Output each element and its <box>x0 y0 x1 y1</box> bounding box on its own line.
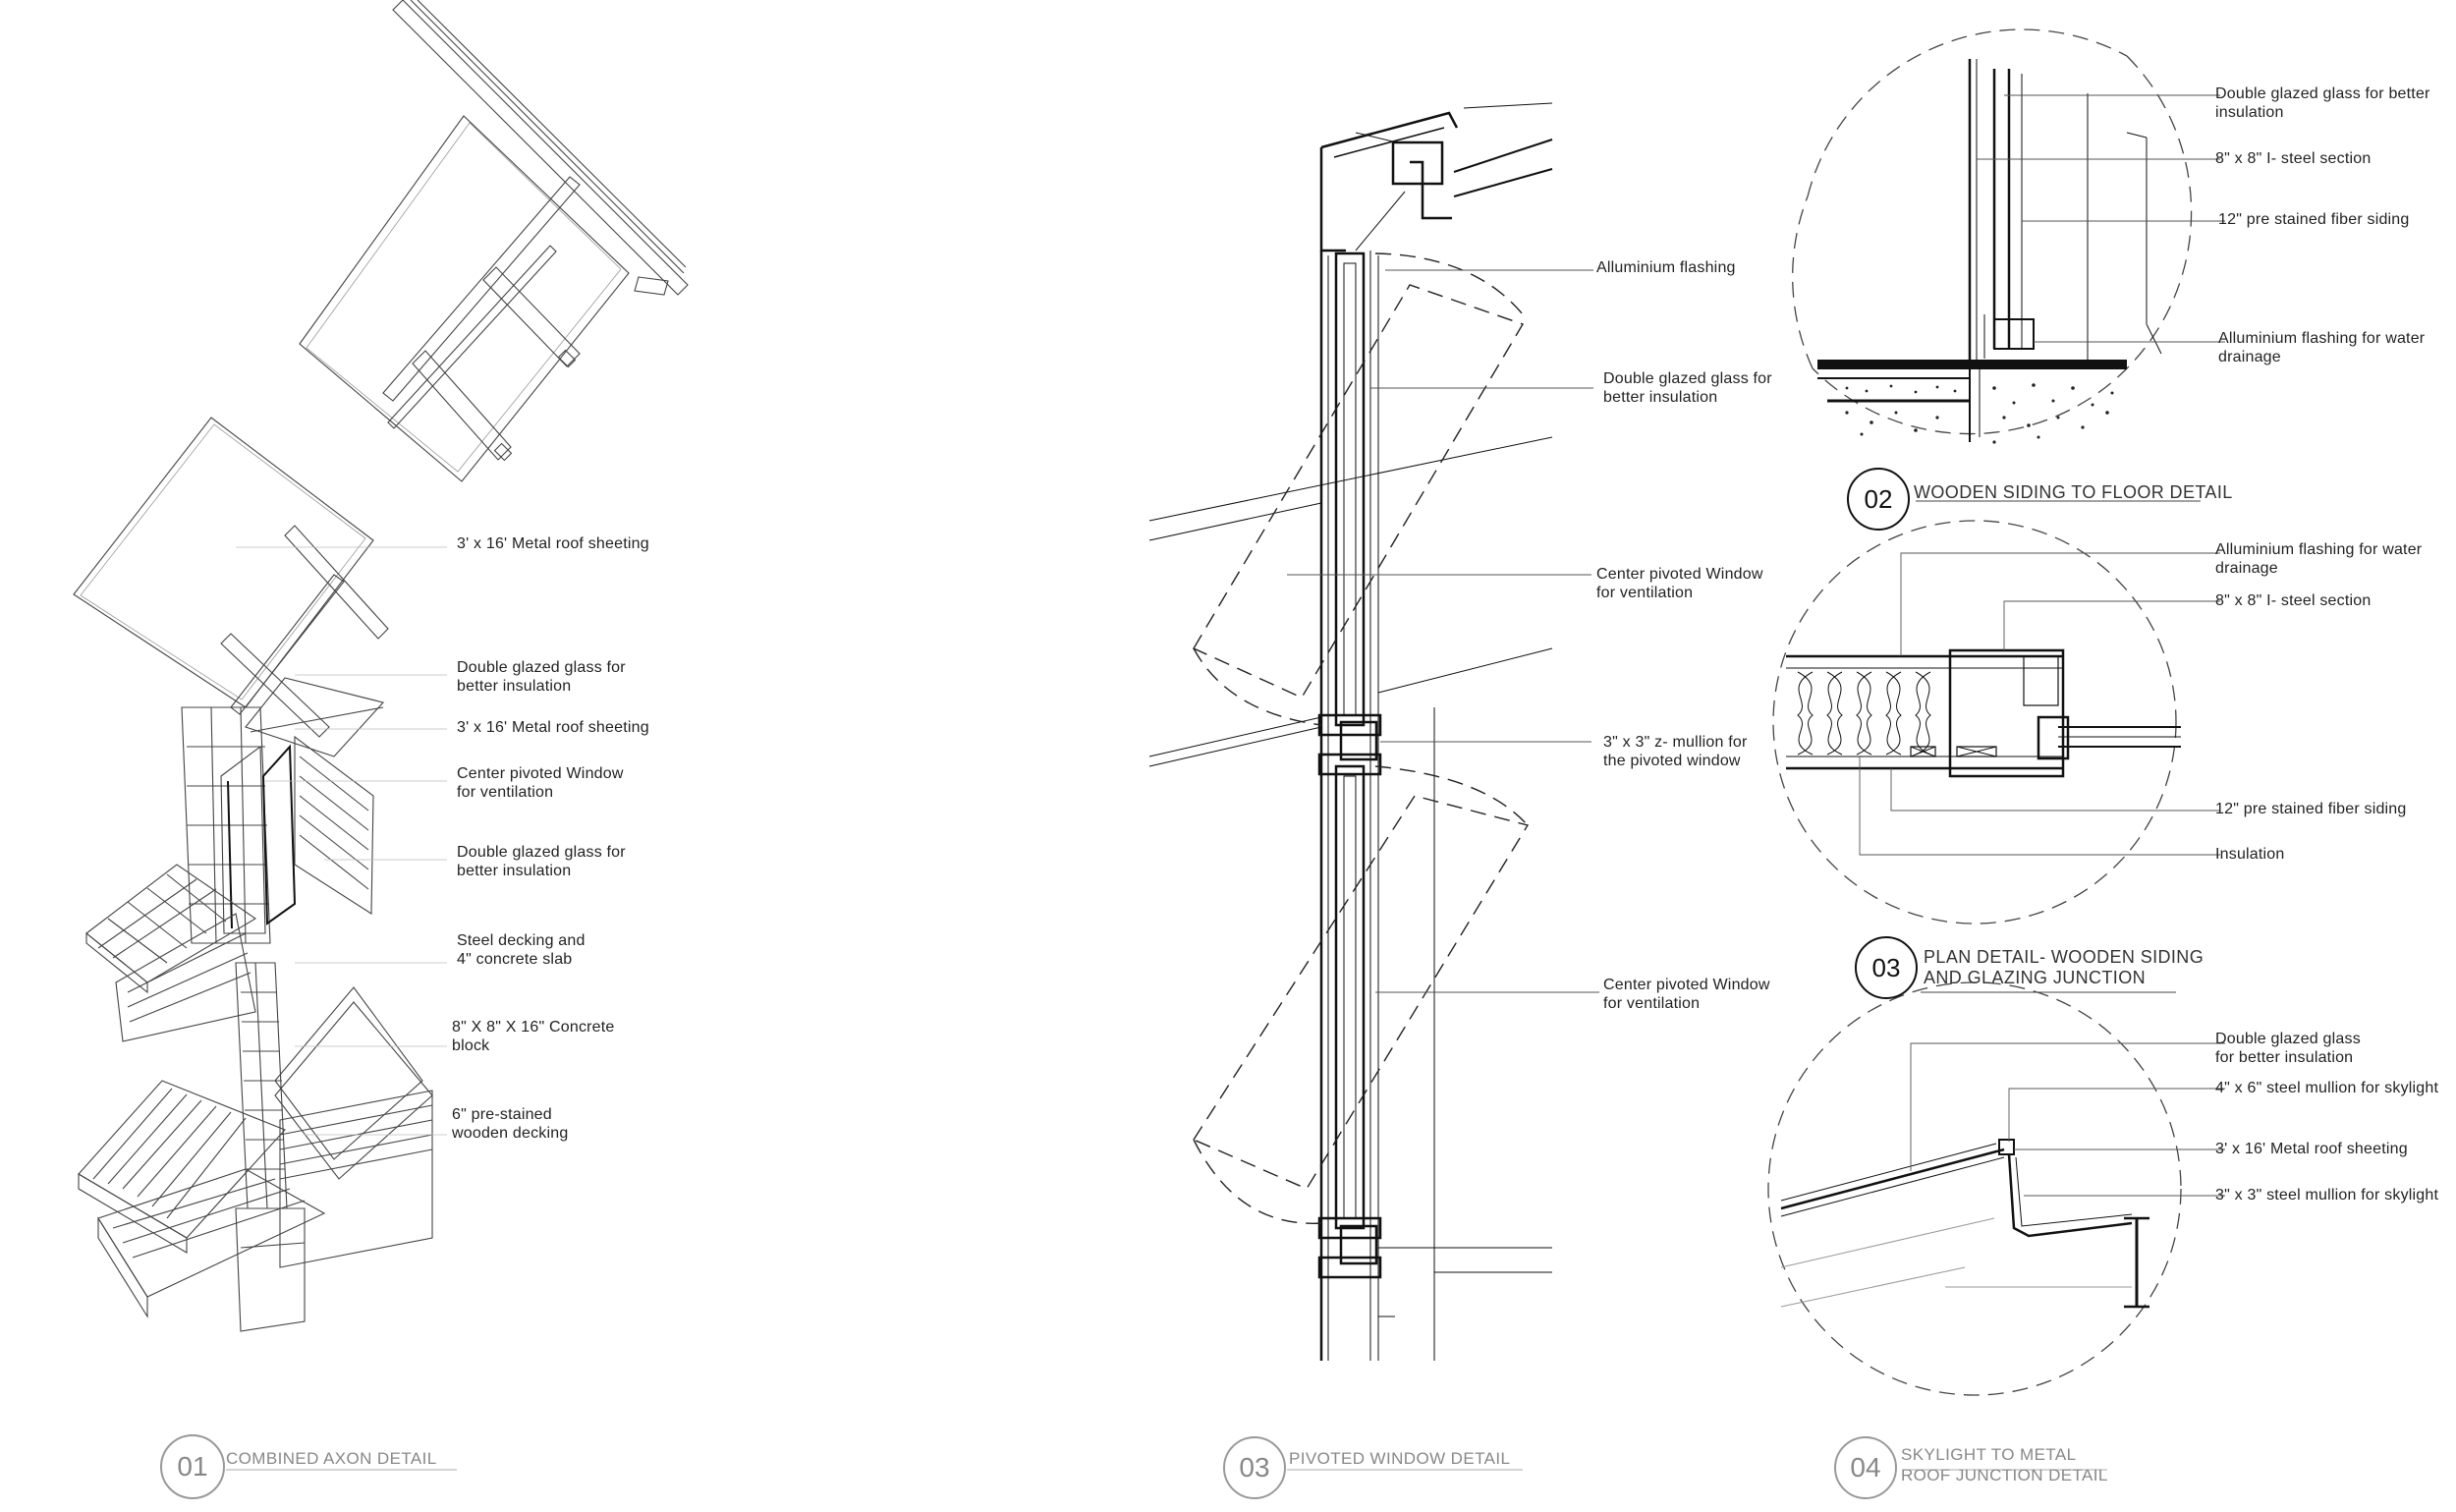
skylight-label-metal-roof: 3' x 16' Metal roof sheeting <box>2215 1141 2408 1157</box>
plan-label-steel: 8" x 8" I- steel section <box>2215 592 2372 609</box>
axon-detail-number: 01 <box>160 1434 225 1499</box>
window-detail-number: 03 <box>1223 1436 1286 1499</box>
window-detail-title: PIVOTED WINDOW DETAIL <box>1289 1449 1511 1468</box>
skylight-drawing <box>1767 981 2182 1396</box>
plan-detail-leaders <box>1859 552 2220 856</box>
pivot-swing-arcs <box>1192 252 1530 1224</box>
title-underlines-dark <box>1916 500 2201 993</box>
plan-label-fiber: 12" pre stained fiber siding <box>2215 801 2407 817</box>
siding-label-fiber: 12" pre stained fiber siding <box>2218 211 2410 228</box>
window-label-flashing: Alluminium flashing <box>1596 259 1736 276</box>
pivot-window-drawing <box>1148 102 1553 1361</box>
plan-detail-number: 03 <box>1855 936 1918 999</box>
siding-label-steel: 8" x 8" I- steel section <box>2215 150 2372 167</box>
skylight-label-mullion-3x3: 3" x 3" steel mullion for skylight <box>2215 1187 2439 1204</box>
siding-floor-leaders <box>1977 94 2225 343</box>
siding-floor-drawing <box>1792 28 2193 444</box>
pivot-window-leaders <box>1287 269 1599 993</box>
plan-label-insulation: Insulation <box>2215 846 2285 863</box>
axon-drawing <box>73 0 689 1332</box>
siding-detail-number: 02 <box>1847 468 1910 531</box>
axon-detail-title: COMBINED AXON DETAIL <box>226 1449 437 1468</box>
axon-label-metal-roof-2: 3' x 16' Metal roof sheeting <box>457 719 649 736</box>
siding-detail-title: WOODEN SIDING TO FLOOR DETAIL <box>1914 482 2233 502</box>
skylight-detail-number: 04 <box>1834 1436 1897 1499</box>
axon-leaders <box>236 546 447 1136</box>
plan-detail-drawing <box>1772 520 2181 924</box>
skylight-leaders <box>1910 1042 2225 1197</box>
axon-label-metal-roof-1: 3' x 16' Metal roof sheeting <box>457 535 649 552</box>
skylight-label-mullion-4x6: 4" x 6" steel mullion for skylight <box>2215 1080 2439 1096</box>
